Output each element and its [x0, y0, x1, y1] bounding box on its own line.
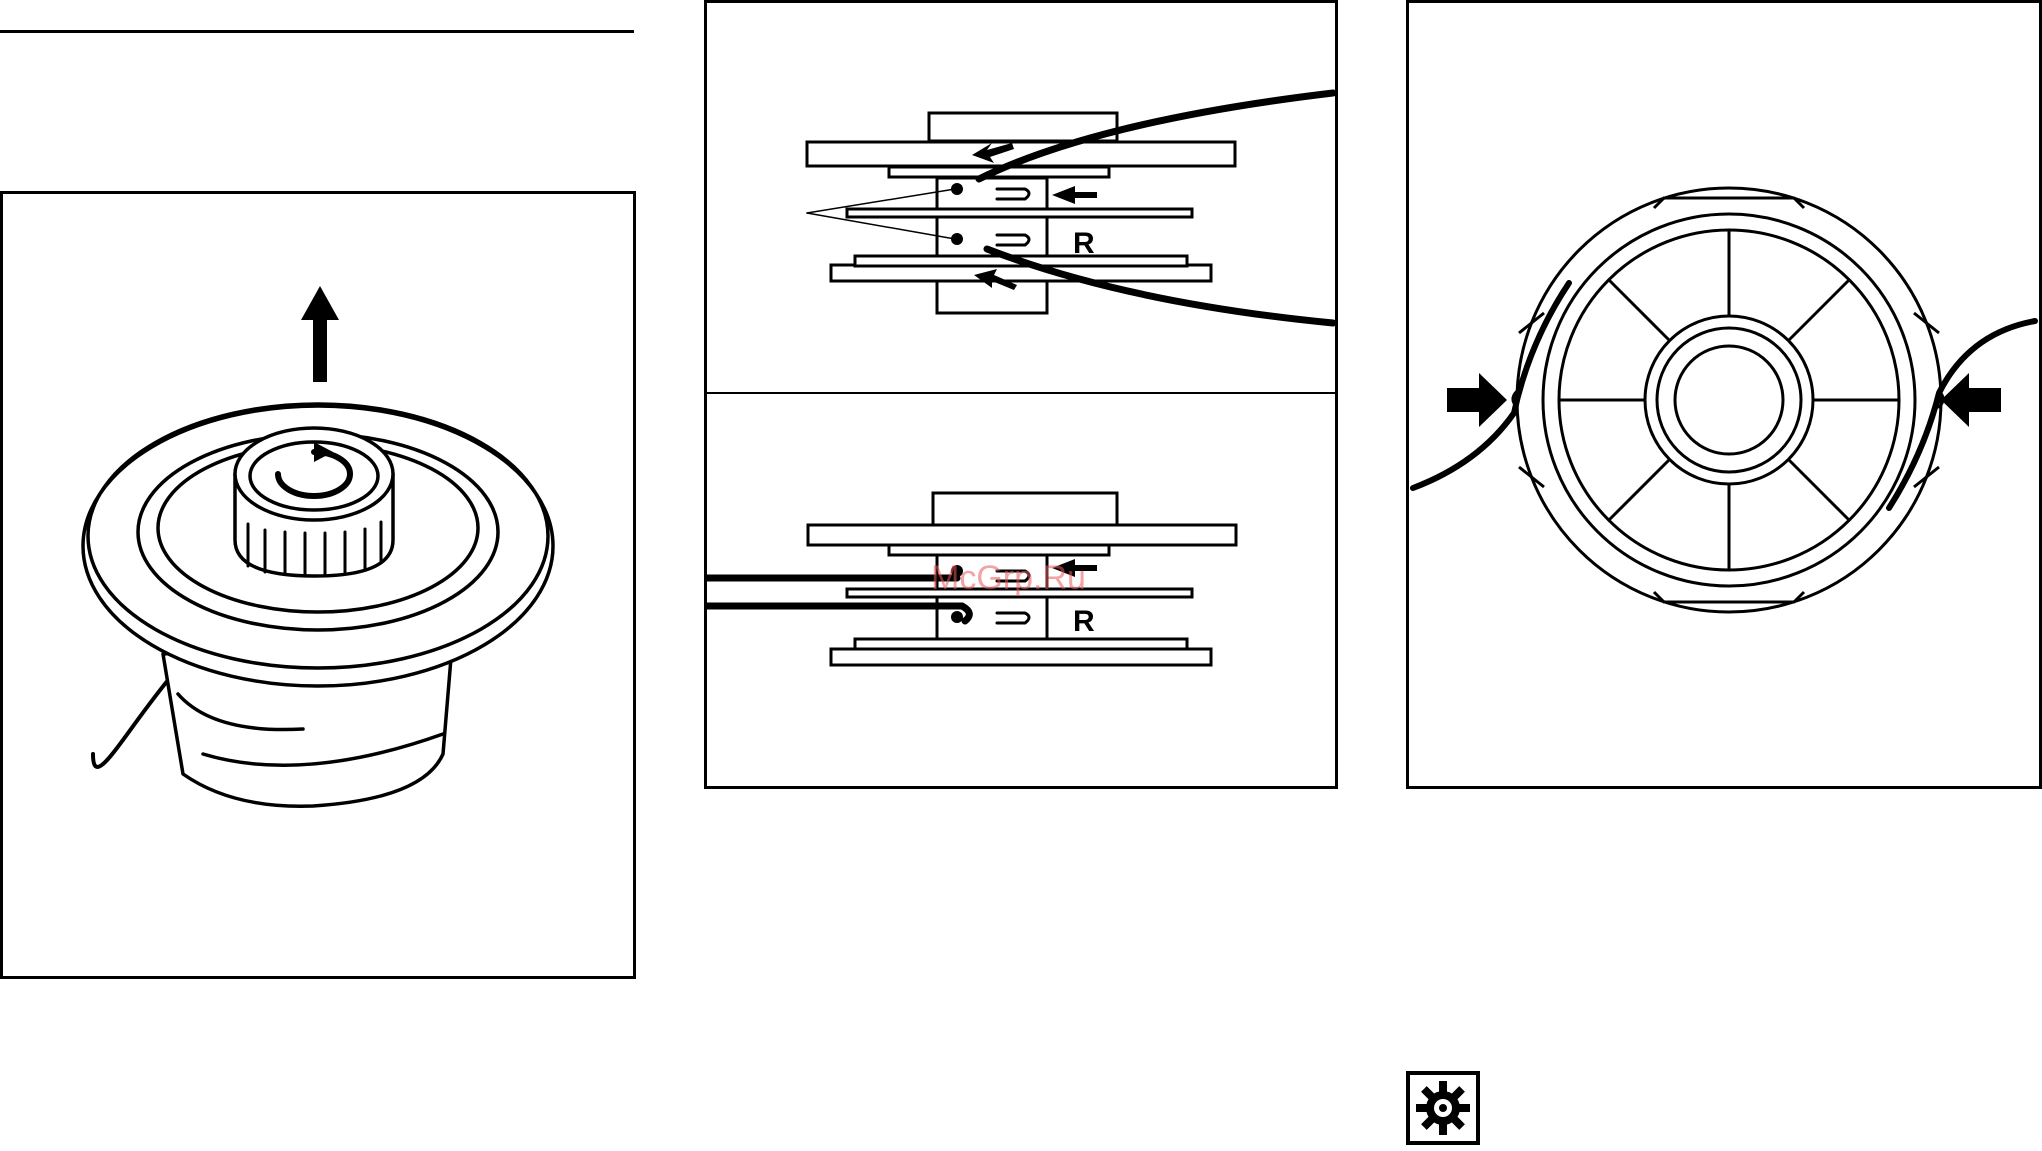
arrow-up-icon [301, 286, 339, 382]
trimmer-head-drawing [3, 194, 633, 976]
spool-top-view-panel [1406, 0, 2042, 789]
spool-direction-label-upper: R [1073, 227, 1095, 260]
spool-top-drawing [1409, 3, 2039, 786]
header-rule [0, 30, 634, 33]
spool-side-drawing: R R McGrp.Ru [707, 3, 1335, 786]
gear-icon [1406, 1071, 1480, 1145]
trimmer-head-panel [0, 191, 636, 979]
watermark-text: McGrp.Ru [931, 559, 1086, 597]
spool-direction-label-lower: R [1073, 605, 1095, 638]
spool-side-view-panel: R R McGrp.Ru [704, 0, 1338, 789]
